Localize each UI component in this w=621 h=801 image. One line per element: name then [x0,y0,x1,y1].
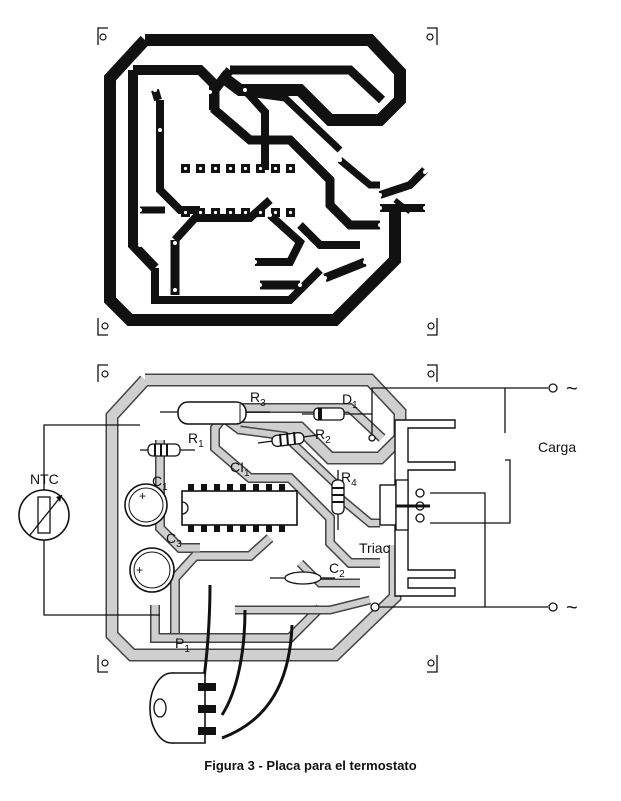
registration-mark-bottom-top-left [97,364,109,382]
label-c3: C3 [166,530,182,550]
registration-mark-mid-right [427,318,438,336]
capacitor-c1: + [124,483,168,527]
registration-mark-bottom-left [97,655,109,673]
label-r3: R3 [250,389,266,409]
diode-d1 [302,407,372,421]
label-ci1: CI1 [230,459,250,479]
label-c2: C2 [329,560,345,580]
ac-symbol-top: ~ [566,378,578,400]
resistor-r2 [257,431,319,447]
registration-mark-mid-left [97,318,109,336]
label-p1: P1 [175,635,190,655]
copper-outer-trace [104,34,406,326]
copper-inner-trace-a [210,65,386,230]
label-c1: C1 [152,473,168,493]
copper-ic-pads [181,164,295,217]
ac-symbol-bottom: ~ [566,597,578,619]
capacitor-c2 [270,571,335,585]
label-carga: Carga [538,439,576,455]
triac-heatsink [379,419,456,597]
label-triac: Triac [359,540,390,556]
potentiometer-p1 [149,584,294,744]
registration-mark-bottom-top-right [427,364,438,382]
resistor-r1 [140,443,195,457]
copper-layout [97,27,438,336]
load-wiring [368,383,558,612]
svg-text:+: + [139,489,146,503]
label-r2: R2 [315,426,331,446]
label-ntc: NTC [30,471,59,487]
registration-mark-top-right [426,27,438,45]
copper-shadow [105,373,407,662]
resistor-r3 [160,401,270,425]
label-d1: D1 [342,391,358,411]
label-r4: R4 [341,469,357,489]
registration-mark-bottom-right [427,655,438,673]
component-labels: R3 D1 R1 R2 CI1 C1 R4 C3 C2 P1 NTC Carga… [30,378,578,655]
svg-text:+: + [136,563,143,577]
ntc-thermistor [18,424,160,616]
ic-ci1 [181,484,298,532]
registration-mark-top-left [97,27,108,45]
resistor-r4 [331,470,345,530]
component-layout: + + [18,364,558,744]
copper-pad-holes [138,88,427,292]
figure-caption: Figura 3 - Placa para el termostato [204,758,417,773]
label-r1: R1 [188,430,204,450]
capacitor-c3: + [129,547,175,593]
